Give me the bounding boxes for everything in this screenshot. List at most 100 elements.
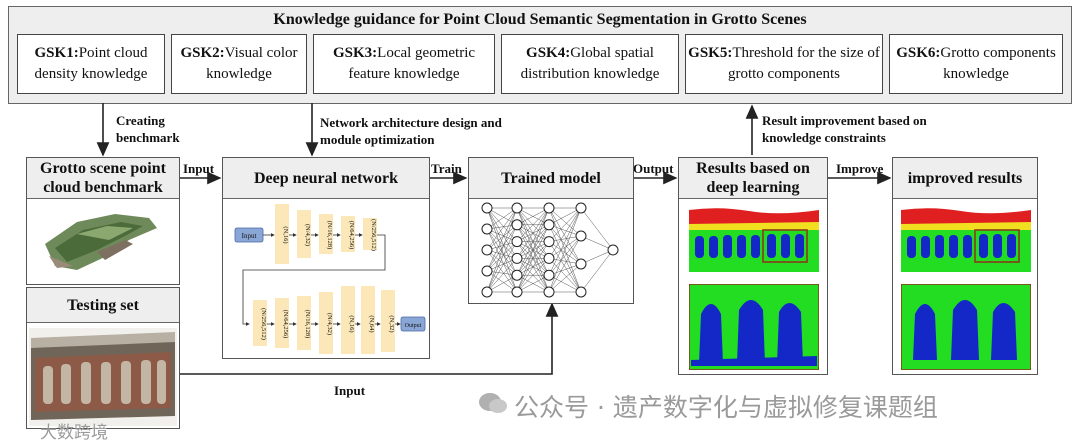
label-train: Train (431, 161, 462, 176)
decoder-label-5: (N,16) (348, 315, 355, 332)
results-title: Results based on deep learning (679, 158, 827, 199)
encoder-layer-1 (275, 204, 289, 264)
watermark-main: 公众号 · 遗产数字化与虚拟修复课题组 (514, 393, 938, 422)
nn-node (481, 286, 493, 298)
decoder-label-4: (N/4,32) (326, 313, 333, 335)
label-improve: Improve (836, 161, 884, 176)
benchmark-point-cloud-image (45, 214, 157, 270)
nn-node (481, 244, 493, 256)
nn-node (511, 219, 523, 231)
testing-set-grotto-image (29, 328, 177, 426)
nn-node (481, 223, 493, 235)
gsk5-code: GSK5: (688, 45, 733, 61)
encoder-label-4: (N/64,256) (348, 221, 355, 250)
knowledge-guidance-title: Knowledge guidance for Point Cloud Seman… (273, 11, 807, 28)
nn-node (543, 219, 555, 231)
gsk3-text: Local geometric feature knowledge (348, 45, 476, 82)
nn-node (511, 202, 523, 214)
testing-set-panel: Testing set (26, 287, 180, 429)
results-panel: Results based on deep learning (678, 157, 828, 375)
decoder-layer-7 (381, 290, 395, 352)
benchmark-title: Grotto scene point cloud benchmark (27, 158, 179, 199)
improved-results-panel: improved results (892, 157, 1038, 375)
dnn-input-text: Input (242, 232, 257, 240)
label-input-top: Input (183, 161, 215, 176)
gsk1-box: GSK1:Point cloud density knowledge (17, 34, 165, 94)
dnn-output-text: Output (405, 323, 422, 329)
nn-node (511, 252, 523, 264)
decoder-label-3: (N/16,128) (304, 310, 311, 339)
encoder-label-5: (N/256,512) (370, 219, 377, 251)
decoder-layer-1 (253, 300, 267, 346)
encoder-layer-3 (319, 214, 333, 254)
results-detail-image (689, 284, 819, 370)
label-result-improvement: Result improvement based on knowledge co… (762, 113, 927, 145)
gsk6-code: GSK6: (896, 45, 941, 61)
decoder-label-6: (N,64) (368, 315, 375, 332)
gsk5-box: GSK5:Threshold for the size of grotto co… (685, 34, 883, 94)
encoder-layer-5 (363, 218, 377, 250)
nn-node (481, 202, 493, 214)
nn-node (511, 236, 523, 248)
knowledge-guidance-panel: Knowledge guidance for Point Cloud Seman… (8, 6, 1072, 104)
gsk1-code: GSK1: (34, 45, 79, 61)
watermark-corner: 大数跨境 (40, 423, 108, 443)
gsk4-box: GSK4:Global spatial distribution knowled… (501, 34, 679, 94)
decoder-label-2: (N/64,256) (282, 310, 289, 339)
encoder-label-1: (N,16) (282, 226, 289, 243)
trained-model-title: Trained model (469, 158, 633, 199)
gsk5-text: Threshold for the size of grotto compone… (727, 45, 880, 82)
gsk1-text: Point cloud density knowledge (34, 45, 148, 82)
neural-network-icon (481, 202, 619, 298)
encoder-label-3: (N/16,128) (326, 221, 333, 250)
gsk3-code: GSK3: (332, 45, 378, 61)
decoder-layer-4 (319, 292, 333, 354)
encoder-label-2: (N/4,32) (304, 224, 311, 246)
gsk4-code: GSK4: (526, 45, 571, 61)
improved-results-title: improved results (893, 158, 1037, 199)
encoder-layer-2 (297, 210, 311, 258)
nn-node (543, 236, 555, 248)
gsk2-box: GSK2:Visual color knowledge (171, 34, 307, 94)
improved-detail-image (901, 284, 1031, 370)
label-input-bottom: Input (334, 383, 366, 398)
nn-node (575, 230, 587, 242)
gsk6-box: GSK6:Grotto components knowledge (889, 34, 1063, 94)
nn-node (511, 286, 523, 298)
encoder-layer-4 (341, 216, 355, 252)
decoder-label-7: (N,32) (388, 315, 395, 332)
nn-node (481, 265, 493, 277)
arrow-input-bottom (180, 302, 559, 375)
nn-node (607, 244, 619, 256)
encoder-layers (275, 204, 377, 264)
label-creating-benchmark: Creating benchmark (116, 113, 180, 145)
testing-set-title: Testing set (27, 288, 179, 323)
dnn-architecture-diagram: Input Output (N,16) (N/4,32) (N/16,128) … (234, 204, 426, 354)
nn-node (511, 269, 523, 281)
decoder-layer-2 (275, 298, 289, 348)
nn-node (575, 202, 587, 214)
gsk6-text: Grotto components knowledge (940, 45, 1056, 82)
benchmark-panel: Grotto scene point cloud benchmark (26, 157, 180, 285)
nn-node (575, 286, 587, 298)
dnn-panel: Deep neural network (222, 157, 430, 359)
nn-node (543, 202, 555, 214)
dnn-title: Deep neural network (223, 158, 429, 199)
decoder-layer-6 (361, 286, 375, 354)
label-output: Output (633, 161, 674, 176)
gsk2-code: GSK2: (180, 45, 225, 61)
trained-model-panel: Trained model (468, 157, 634, 304)
improved-overview-image (901, 208, 1031, 272)
dnn-output-box (400, 316, 426, 332)
gsk2-text: Visual color knowledge (206, 45, 298, 82)
gsk3-box: GSK3:Local geometric feature knowledge (313, 34, 495, 94)
nn-node (575, 258, 587, 270)
nn-node (543, 286, 555, 298)
label-network-design: Network architecture design and module o… (320, 115, 502, 147)
decoder-layer-3 (297, 296, 311, 350)
decoder-layer-5 (341, 286, 355, 354)
nn-node (543, 269, 555, 281)
decoder-layers (253, 286, 395, 354)
decoder-label-1: (N/256,512) (260, 308, 267, 340)
